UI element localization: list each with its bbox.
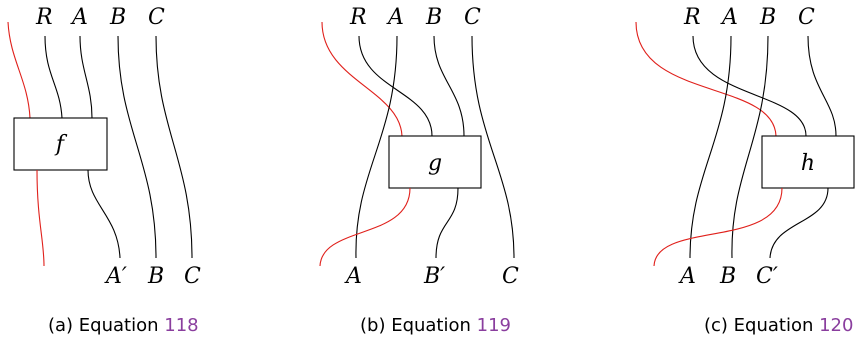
panel-a-wire-r (44, 35, 63, 119)
panel-c-wire-out (769, 187, 829, 259)
panel-a-top-label-a: A (70, 5, 88, 30)
panel-a-bottom-label-b: B (147, 264, 164, 289)
panel-c-top-label-r: R (683, 5, 701, 30)
panel-c: R A B C h A B C′ (c) Equation 120 (635, 5, 855, 336)
panel-b-box (388, 135, 482, 189)
panel-a-box (13, 117, 108, 171)
panel-c-red-wire-top (635, 21, 777, 137)
panel-c-red-wire-bottom (653, 187, 783, 267)
panel-c-bottom-label-a: A (678, 264, 696, 289)
panel-c-wire-r (692, 35, 807, 137)
panel-c-bottom-label-b: B (719, 264, 736, 289)
panel-b-bottom-label-c: C (502, 264, 519, 289)
panel-b-wire-c (471, 35, 515, 259)
panel-a-bottom-label-c: C (184, 264, 201, 289)
panel-a-top-label-c: C (148, 5, 165, 30)
panel-a-red-wire-top (7, 21, 31, 119)
panel-b-wire-a (355, 35, 398, 259)
panel-b-top-label-c: C (464, 5, 481, 30)
panel-c-wire-c (807, 35, 837, 137)
panel-a-wire-a (79, 35, 93, 119)
panel-a-equation-ref[interactable]: 118 (164, 315, 198, 336)
panel-a-caption-text: (a) Equation (48, 315, 164, 336)
panel-a: R A B C f A′ B C (a) Equation 118 (7, 5, 201, 336)
panel-a-red-wire-bottom (36, 169, 45, 267)
panel-b-top-label-b: B (425, 5, 442, 30)
panel-c-caption: (c) Equation 120 (704, 315, 853, 336)
panel-c-top-label-b: B (759, 5, 776, 30)
panel-b-red-wire-top (321, 21, 403, 137)
panel-c-box-label: h (801, 151, 815, 176)
panel-b-bottom-label-b-prime: B′ (423, 264, 445, 289)
panel-b-caption-text: (b) Equation (360, 315, 477, 336)
panel-c-box (761, 135, 855, 189)
panel-c-equation-ref[interactable]: 120 (819, 315, 853, 336)
panel-b-top-label-a: A (386, 5, 404, 30)
panel-b-equation-ref[interactable]: 119 (477, 315, 511, 336)
panel-a-bottom-label-a-prime: A′ (104, 264, 127, 289)
panel-a-wire-c (155, 35, 193, 259)
panel-b-caption: (b) Equation 119 (360, 315, 511, 336)
panel-b-bottom-label-a: A (344, 264, 362, 289)
panel-c-top-label-c: C (798, 5, 815, 30)
panel-b-wire-b (433, 35, 465, 137)
panel-b-red-wire-bottom (319, 187, 411, 267)
panel-b-box-label: g (428, 151, 442, 176)
panel-a-top-label-b: B (109, 5, 126, 30)
panel-c-wire-b (731, 35, 769, 259)
panel-c-wire-a (689, 35, 732, 259)
panel-c-top-label-a: A (720, 5, 738, 30)
panel-b-wire-out (435, 187, 459, 259)
panel-b-wire-r (358, 35, 433, 137)
panel-a-wire-b (117, 35, 157, 259)
panel-a-wire-out (87, 169, 121, 259)
panel-c-caption-text: (c) Equation (704, 315, 819, 336)
panel-a-caption: (a) Equation 118 (48, 315, 199, 336)
panel-c-bottom-label-c-prime: C′ (756, 264, 778, 289)
panel-b: R A B C g A B′ C (b) Equation 119 (319, 5, 519, 336)
panel-a-top-label-r: R (35, 5, 53, 30)
panel-b-top-label-r: R (349, 5, 367, 30)
